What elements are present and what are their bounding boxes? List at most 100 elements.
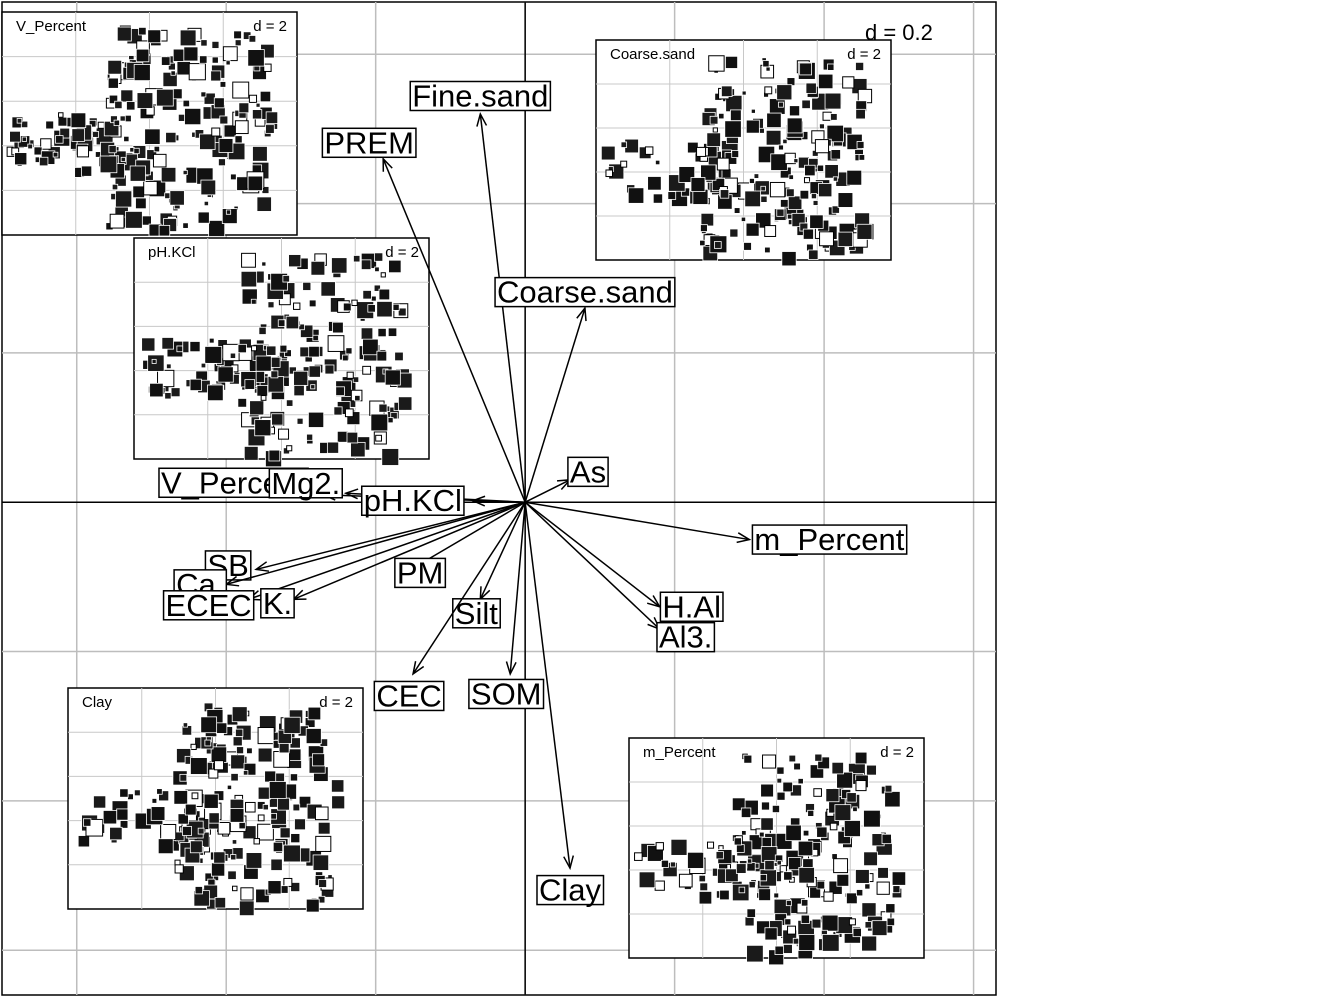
inset-symbol bbox=[764, 225, 777, 237]
inset-symbol bbox=[706, 132, 721, 147]
inset-symbol bbox=[194, 886, 203, 895]
inset-symbol bbox=[182, 826, 192, 836]
inset-symbol bbox=[245, 801, 256, 813]
inset-symbol bbox=[241, 252, 256, 268]
inset-symbol bbox=[787, 925, 797, 935]
inset-symbol bbox=[886, 917, 895, 927]
inset-symbol bbox=[776, 860, 782, 866]
inset-symbol bbox=[232, 81, 250, 99]
inset-symbol bbox=[690, 177, 706, 192]
vector-label-box bbox=[373, 680, 445, 712]
inset-symbol bbox=[700, 224, 708, 232]
inset-symbol bbox=[846, 792, 857, 803]
inset-symbol bbox=[699, 882, 709, 892]
inset-symbol bbox=[314, 806, 329, 821]
inset-symbol bbox=[302, 281, 312, 291]
inset-symbol bbox=[231, 839, 238, 845]
vector-line bbox=[479, 501, 526, 600]
inset-symbol bbox=[376, 301, 393, 318]
inset-symbol bbox=[818, 183, 833, 198]
inset-symbol bbox=[740, 216, 747, 222]
inset-symbol bbox=[150, 806, 166, 821]
inset-symbol bbox=[247, 49, 265, 67]
inset-symbol bbox=[71, 128, 85, 142]
inset-symbol bbox=[812, 200, 819, 206]
inset-symbol bbox=[252, 109, 263, 120]
inset-symbol bbox=[188, 63, 206, 81]
inset-symbol bbox=[292, 803, 301, 812]
inset-symbol bbox=[257, 727, 275, 745]
vector-arrowhead bbox=[736, 532, 752, 544]
inset-symbol bbox=[240, 887, 254, 901]
inset-symbol bbox=[238, 102, 250, 114]
inset-symbol bbox=[251, 345, 258, 352]
inset-symbol bbox=[731, 150, 740, 158]
inset-symbol bbox=[266, 345, 277, 356]
vector: As bbox=[524, 454, 609, 503]
inset-symbol bbox=[308, 299, 317, 308]
inset-symbol bbox=[200, 362, 207, 369]
vector-label-box bbox=[656, 621, 716, 653]
inset-symbol bbox=[788, 857, 802, 871]
inset-symbol bbox=[892, 885, 901, 894]
inset-symbol bbox=[342, 302, 352, 312]
inset-symbol bbox=[190, 757, 208, 775]
inset-symbol bbox=[310, 384, 316, 390]
inset-symbol bbox=[210, 70, 222, 82]
vector: CEC bbox=[373, 501, 526, 713]
inset-symbol bbox=[748, 881, 756, 889]
vector-label-box bbox=[260, 588, 295, 619]
inset-symbol bbox=[774, 945, 784, 955]
inset-symbol bbox=[855, 869, 870, 884]
inset-symbol bbox=[881, 833, 892, 845]
inset-symbol bbox=[782, 944, 793, 954]
inset-symbol bbox=[390, 411, 398, 420]
inset-symbol bbox=[871, 920, 888, 936]
inset-symbol bbox=[232, 885, 238, 892]
inset-symbol bbox=[170, 70, 176, 76]
inset-symbol bbox=[58, 112, 64, 118]
inset-symbol bbox=[333, 406, 343, 416]
inset-symbol bbox=[222, 46, 238, 62]
vector-label: H.Al bbox=[662, 589, 721, 624]
inset-symbol bbox=[143, 180, 158, 196]
inset-symbol bbox=[312, 854, 330, 871]
inset-symbol bbox=[230, 173, 237, 181]
inset-symbol bbox=[776, 208, 785, 217]
vector-label: Coarse.sand bbox=[497, 275, 673, 310]
inset-symbol bbox=[861, 935, 878, 952]
inset-symbol bbox=[52, 151, 59, 158]
inset-symbol bbox=[854, 751, 868, 765]
inset-symbol bbox=[200, 39, 208, 47]
inset-symbol bbox=[721, 85, 733, 98]
inset-symbol bbox=[776, 777, 783, 784]
inset-symbol bbox=[724, 120, 742, 138]
inset-symbol bbox=[213, 851, 226, 864]
vector-arrowhead bbox=[382, 156, 393, 172]
inset-symbol bbox=[164, 392, 172, 400]
inset-symbol bbox=[285, 315, 300, 330]
inset-symbol bbox=[318, 879, 327, 888]
vector-label: As bbox=[570, 454, 606, 489]
inset-symbol bbox=[219, 115, 229, 125]
inset-symbol bbox=[747, 858, 753, 864]
inset-symbol bbox=[230, 773, 239, 782]
inset-symbol bbox=[189, 341, 201, 353]
inset-symbol bbox=[273, 751, 291, 768]
vector-arrowhead bbox=[343, 488, 359, 500]
inset-symbol bbox=[109, 213, 125, 229]
inset-symbol bbox=[136, 92, 154, 109]
vector-label: PREM bbox=[324, 125, 414, 160]
inset-symbol bbox=[157, 838, 174, 855]
inset-symbol bbox=[160, 167, 177, 183]
inset-symbol bbox=[288, 254, 302, 268]
inset-symbol bbox=[126, 101, 136, 111]
inset-symbol bbox=[267, 301, 275, 309]
inset-symbol bbox=[779, 865, 787, 873]
inset-symbol bbox=[156, 88, 174, 107]
inset-symbol bbox=[762, 754, 777, 769]
inset-symbol bbox=[298, 795, 312, 809]
inset-symbol bbox=[719, 189, 730, 199]
vector-label-box bbox=[268, 468, 344, 499]
